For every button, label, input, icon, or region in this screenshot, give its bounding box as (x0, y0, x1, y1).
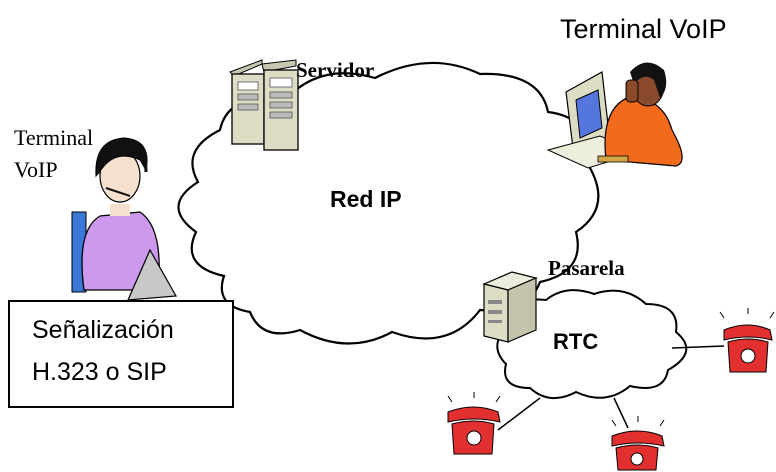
line-rtc-phone-right (671, 345, 725, 349)
phone-bottom-right-icon (611, 416, 665, 471)
pasarela-label: Pasarela (548, 256, 625, 280)
signaling-line1: Señalización (32, 316, 174, 344)
server-icon (229, 59, 299, 151)
red-ip-label: Red IP (330, 186, 402, 212)
signaling-line2: H.323 o SIP (32, 358, 167, 386)
phone-bottom-left-icon (447, 392, 501, 455)
rtc-label: RTC (553, 329, 599, 354)
terminal-voip-left-label: Terminal VoIP (14, 122, 93, 186)
terminal-voip-left-line2: VoIP (14, 157, 58, 182)
servidor-label: Servidor (296, 58, 375, 82)
terminal-voip-right-label: Terminal VoIP (560, 14, 727, 44)
gateway-icon (482, 271, 538, 343)
left-terminal-operator-icon (71, 137, 177, 301)
signaling-box: Señalización H.323 o SIP (8, 300, 234, 408)
right-terminal-person-icon (546, 62, 683, 169)
phone-right-icon (719, 308, 775, 373)
line-rtc-phone-bottom-left (497, 397, 541, 431)
terminal-voip-left-line1: Terminal (14, 125, 94, 150)
line-rtc-phone-bottom-right (613, 397, 629, 429)
rtc-cloud (496, 289, 688, 399)
